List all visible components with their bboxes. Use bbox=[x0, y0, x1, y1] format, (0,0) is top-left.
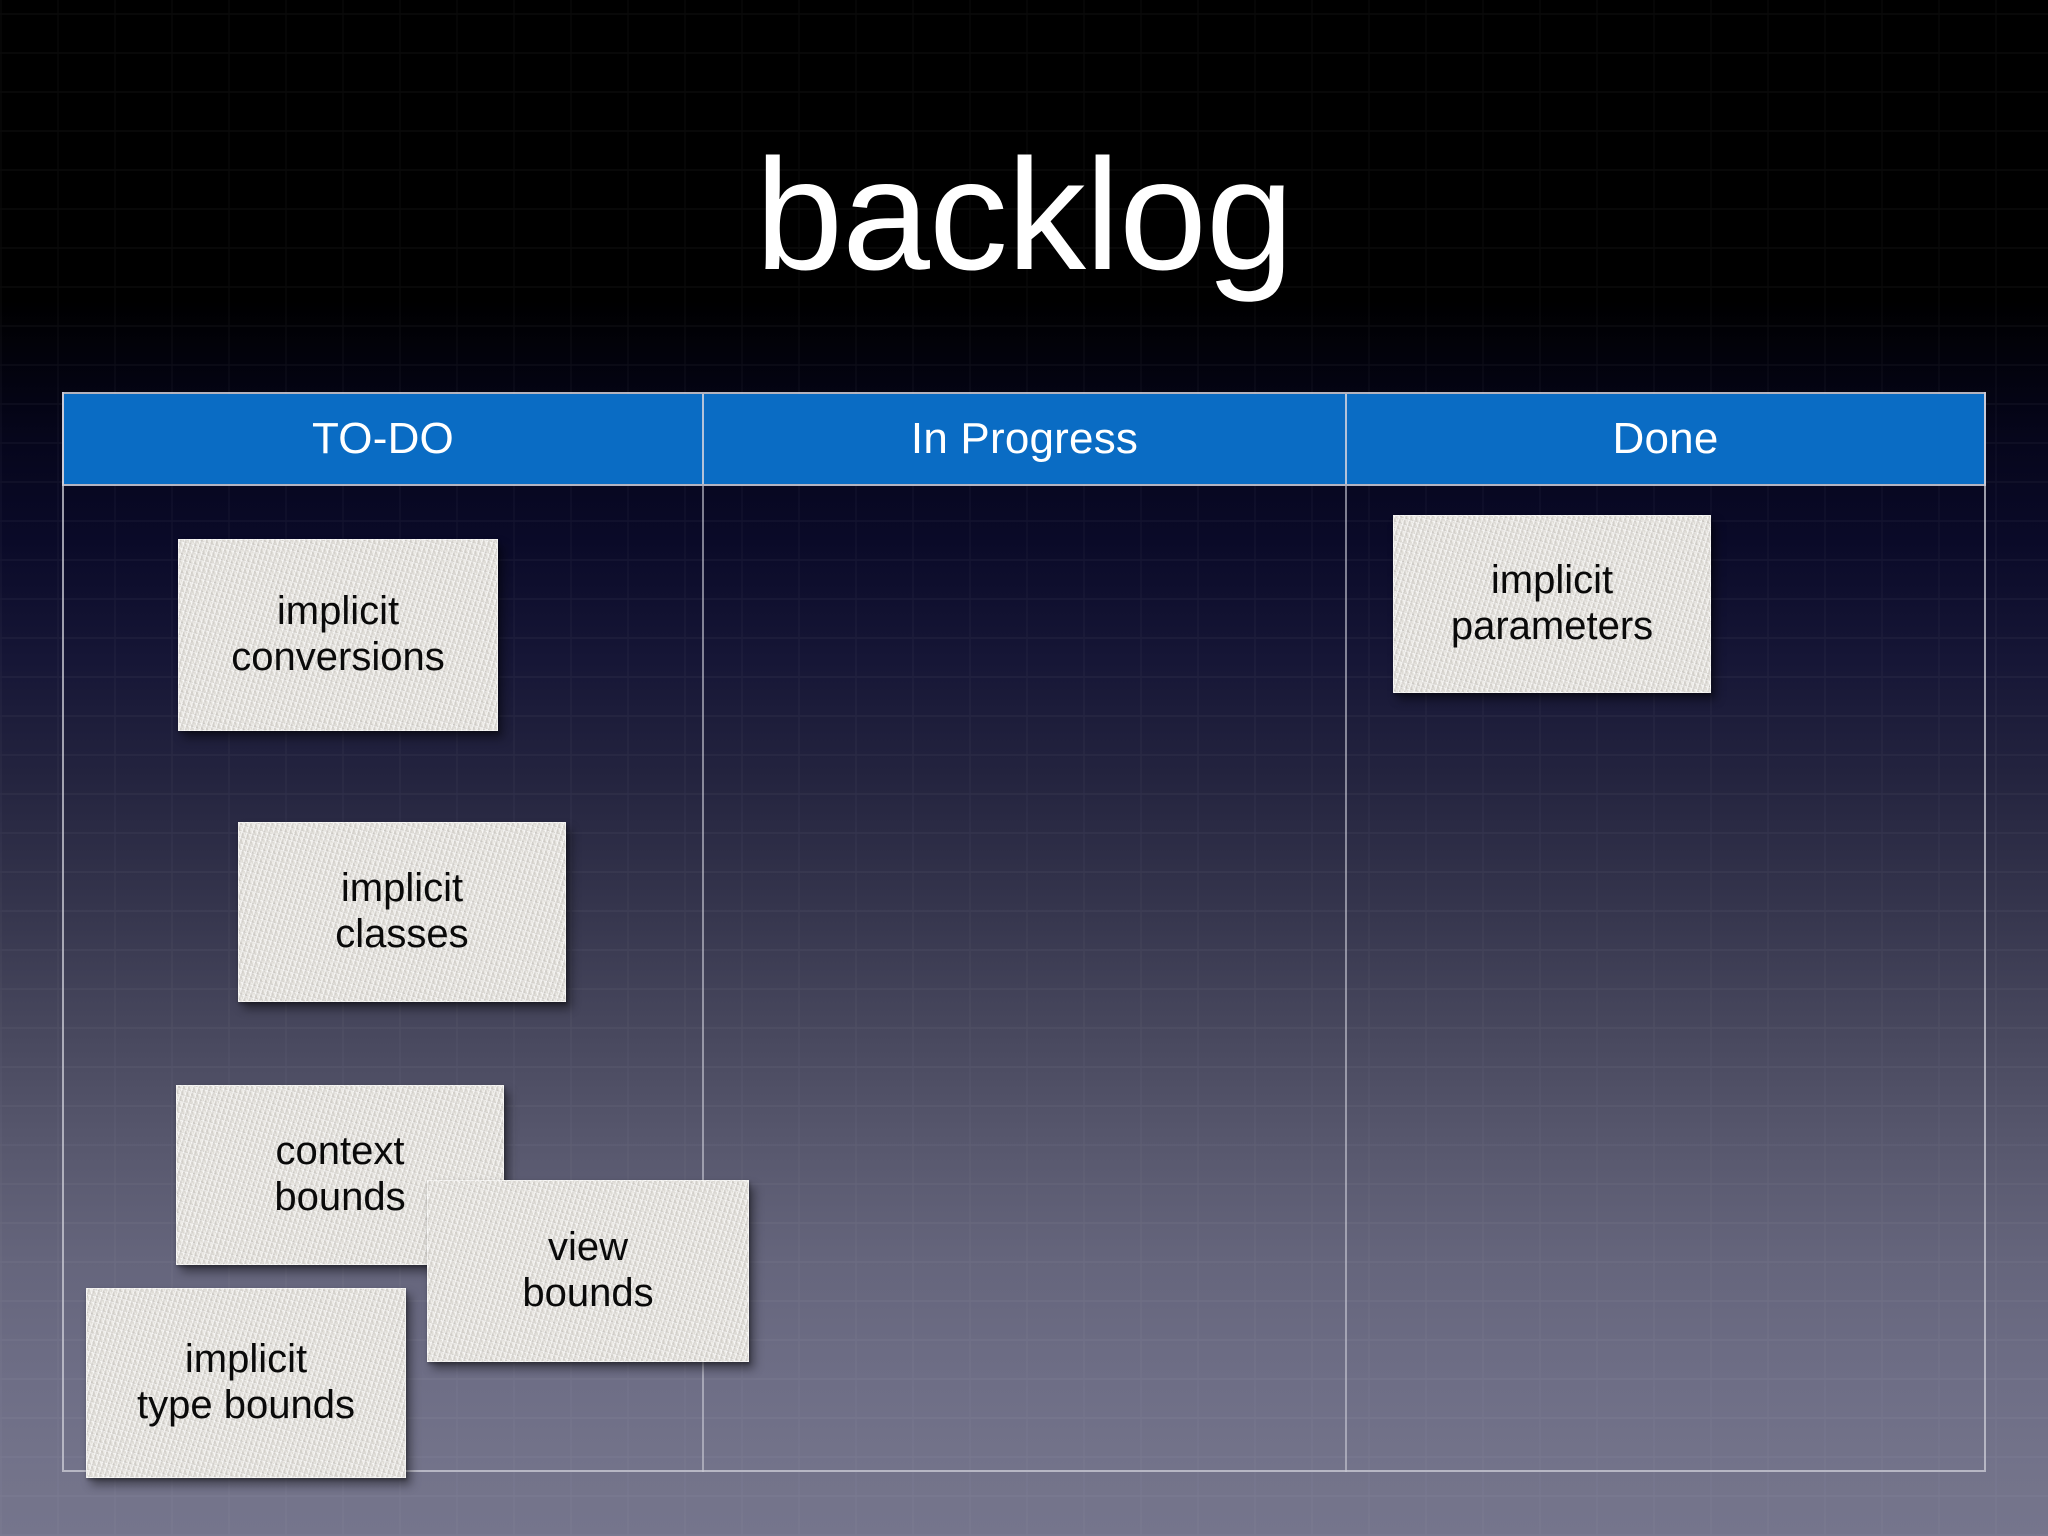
card-label: context bounds bbox=[274, 1129, 406, 1219]
column-divider-2 bbox=[1345, 486, 1347, 1472]
card-implicit-type-bounds[interactable]: implicit type bounds bbox=[86, 1288, 406, 1478]
card-label: implicit parameters bbox=[1450, 558, 1654, 648]
column-header-todo[interactable]: TO-DO bbox=[64, 394, 704, 484]
card-label: implicit classes bbox=[335, 866, 469, 956]
kanban-board bbox=[62, 392, 1986, 1472]
card-implicit-conversions[interactable]: implicit conversions bbox=[178, 539, 498, 731]
column-header-done[interactable]: Done bbox=[1347, 394, 1984, 484]
card-view-bounds[interactable]: view bounds bbox=[427, 1180, 749, 1362]
page-title: backlog bbox=[755, 127, 1294, 303]
card-implicit-parameters[interactable]: implicit parameters bbox=[1393, 515, 1711, 693]
column-header-in-progress[interactable]: In Progress bbox=[704, 394, 1347, 484]
card-label: implicit conversions bbox=[231, 589, 445, 679]
card-implicit-classes[interactable]: implicit classes bbox=[238, 822, 566, 1002]
card-label: view bounds bbox=[522, 1225, 654, 1315]
card-label: implicit type bounds bbox=[137, 1337, 355, 1427]
column-divider-1 bbox=[702, 486, 704, 1472]
kanban-header-row: TO-DO In Progress Done bbox=[62, 392, 1986, 486]
